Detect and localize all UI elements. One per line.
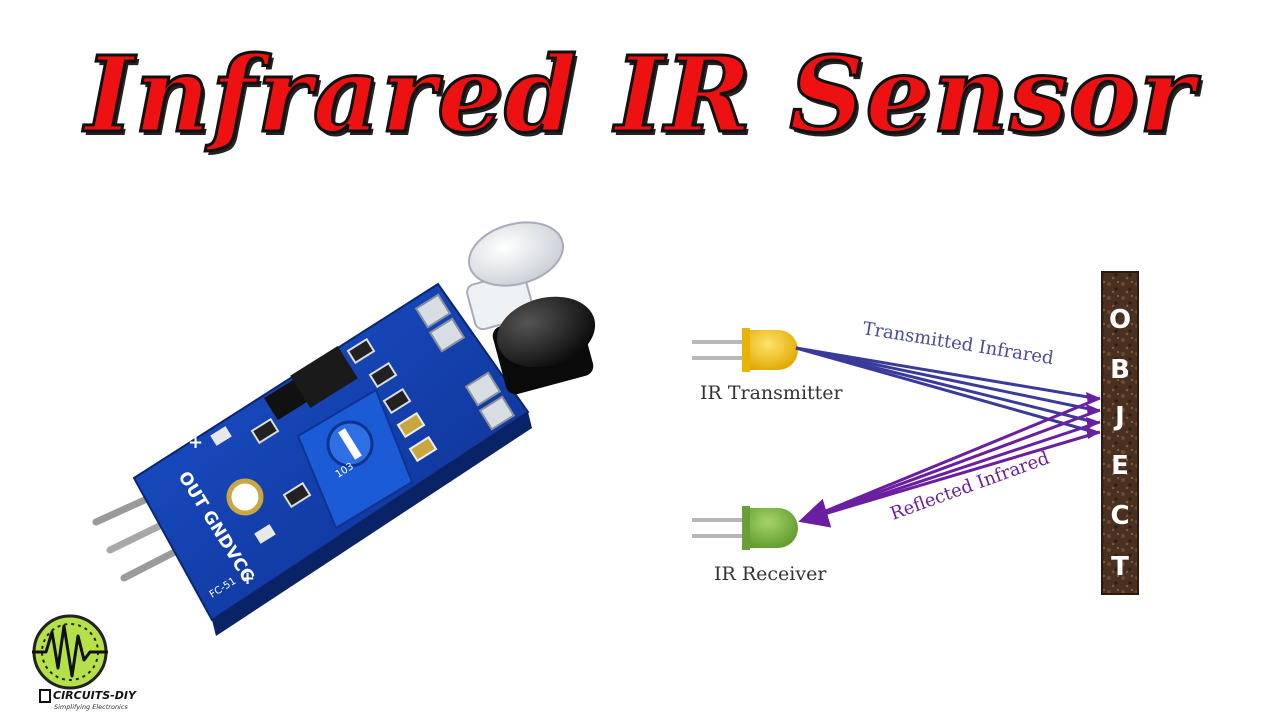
object-letter-t: T xyxy=(1111,552,1129,582)
transmitted-label: Transmitted Infrared xyxy=(861,318,1055,369)
ir-sensor-module: OUT GNDVCC + + FC-51 103 xyxy=(92,221,596,636)
object-wall: O B J E C T xyxy=(1101,271,1139,595)
object-letter-j: J xyxy=(1113,402,1125,432)
chip-icon xyxy=(39,689,51,703)
object-letter-c: C xyxy=(1110,501,1129,531)
reflected-rays xyxy=(798,392,1101,528)
logo-tagline: Simplifying Electronics xyxy=(54,703,128,711)
object-letter-e: E xyxy=(1111,451,1129,481)
potentiometer xyxy=(296,388,414,530)
plus-top-text: + xyxy=(188,432,203,453)
object-letter-o: O xyxy=(1109,305,1131,335)
receiver-label: IR Receiver xyxy=(714,563,827,585)
mounting-hole xyxy=(226,478,264,516)
logo-brand: CIRCUITS-DIY xyxy=(53,689,137,702)
plus-bottom-text: + xyxy=(240,568,255,589)
ir-receiver-led xyxy=(492,296,596,395)
object-letter-b: B xyxy=(1110,355,1130,385)
transmitter-label: IR Transmitter xyxy=(700,382,844,404)
ir-diagram: IR Transmitter IR Receiver Trans xyxy=(692,271,1139,595)
ir-receiver xyxy=(692,506,798,550)
smd-components xyxy=(210,337,438,544)
page-title: Infrared IR Sensor xyxy=(84,33,1196,156)
circuits-diy-logo[interactable]: CIRCUITS-DIY Simplifying Electronics xyxy=(32,614,137,711)
sensor-pads xyxy=(414,293,516,431)
ir-transmitter xyxy=(692,328,798,372)
waveform-icon xyxy=(32,624,108,678)
transmitted-rays xyxy=(795,346,1095,434)
